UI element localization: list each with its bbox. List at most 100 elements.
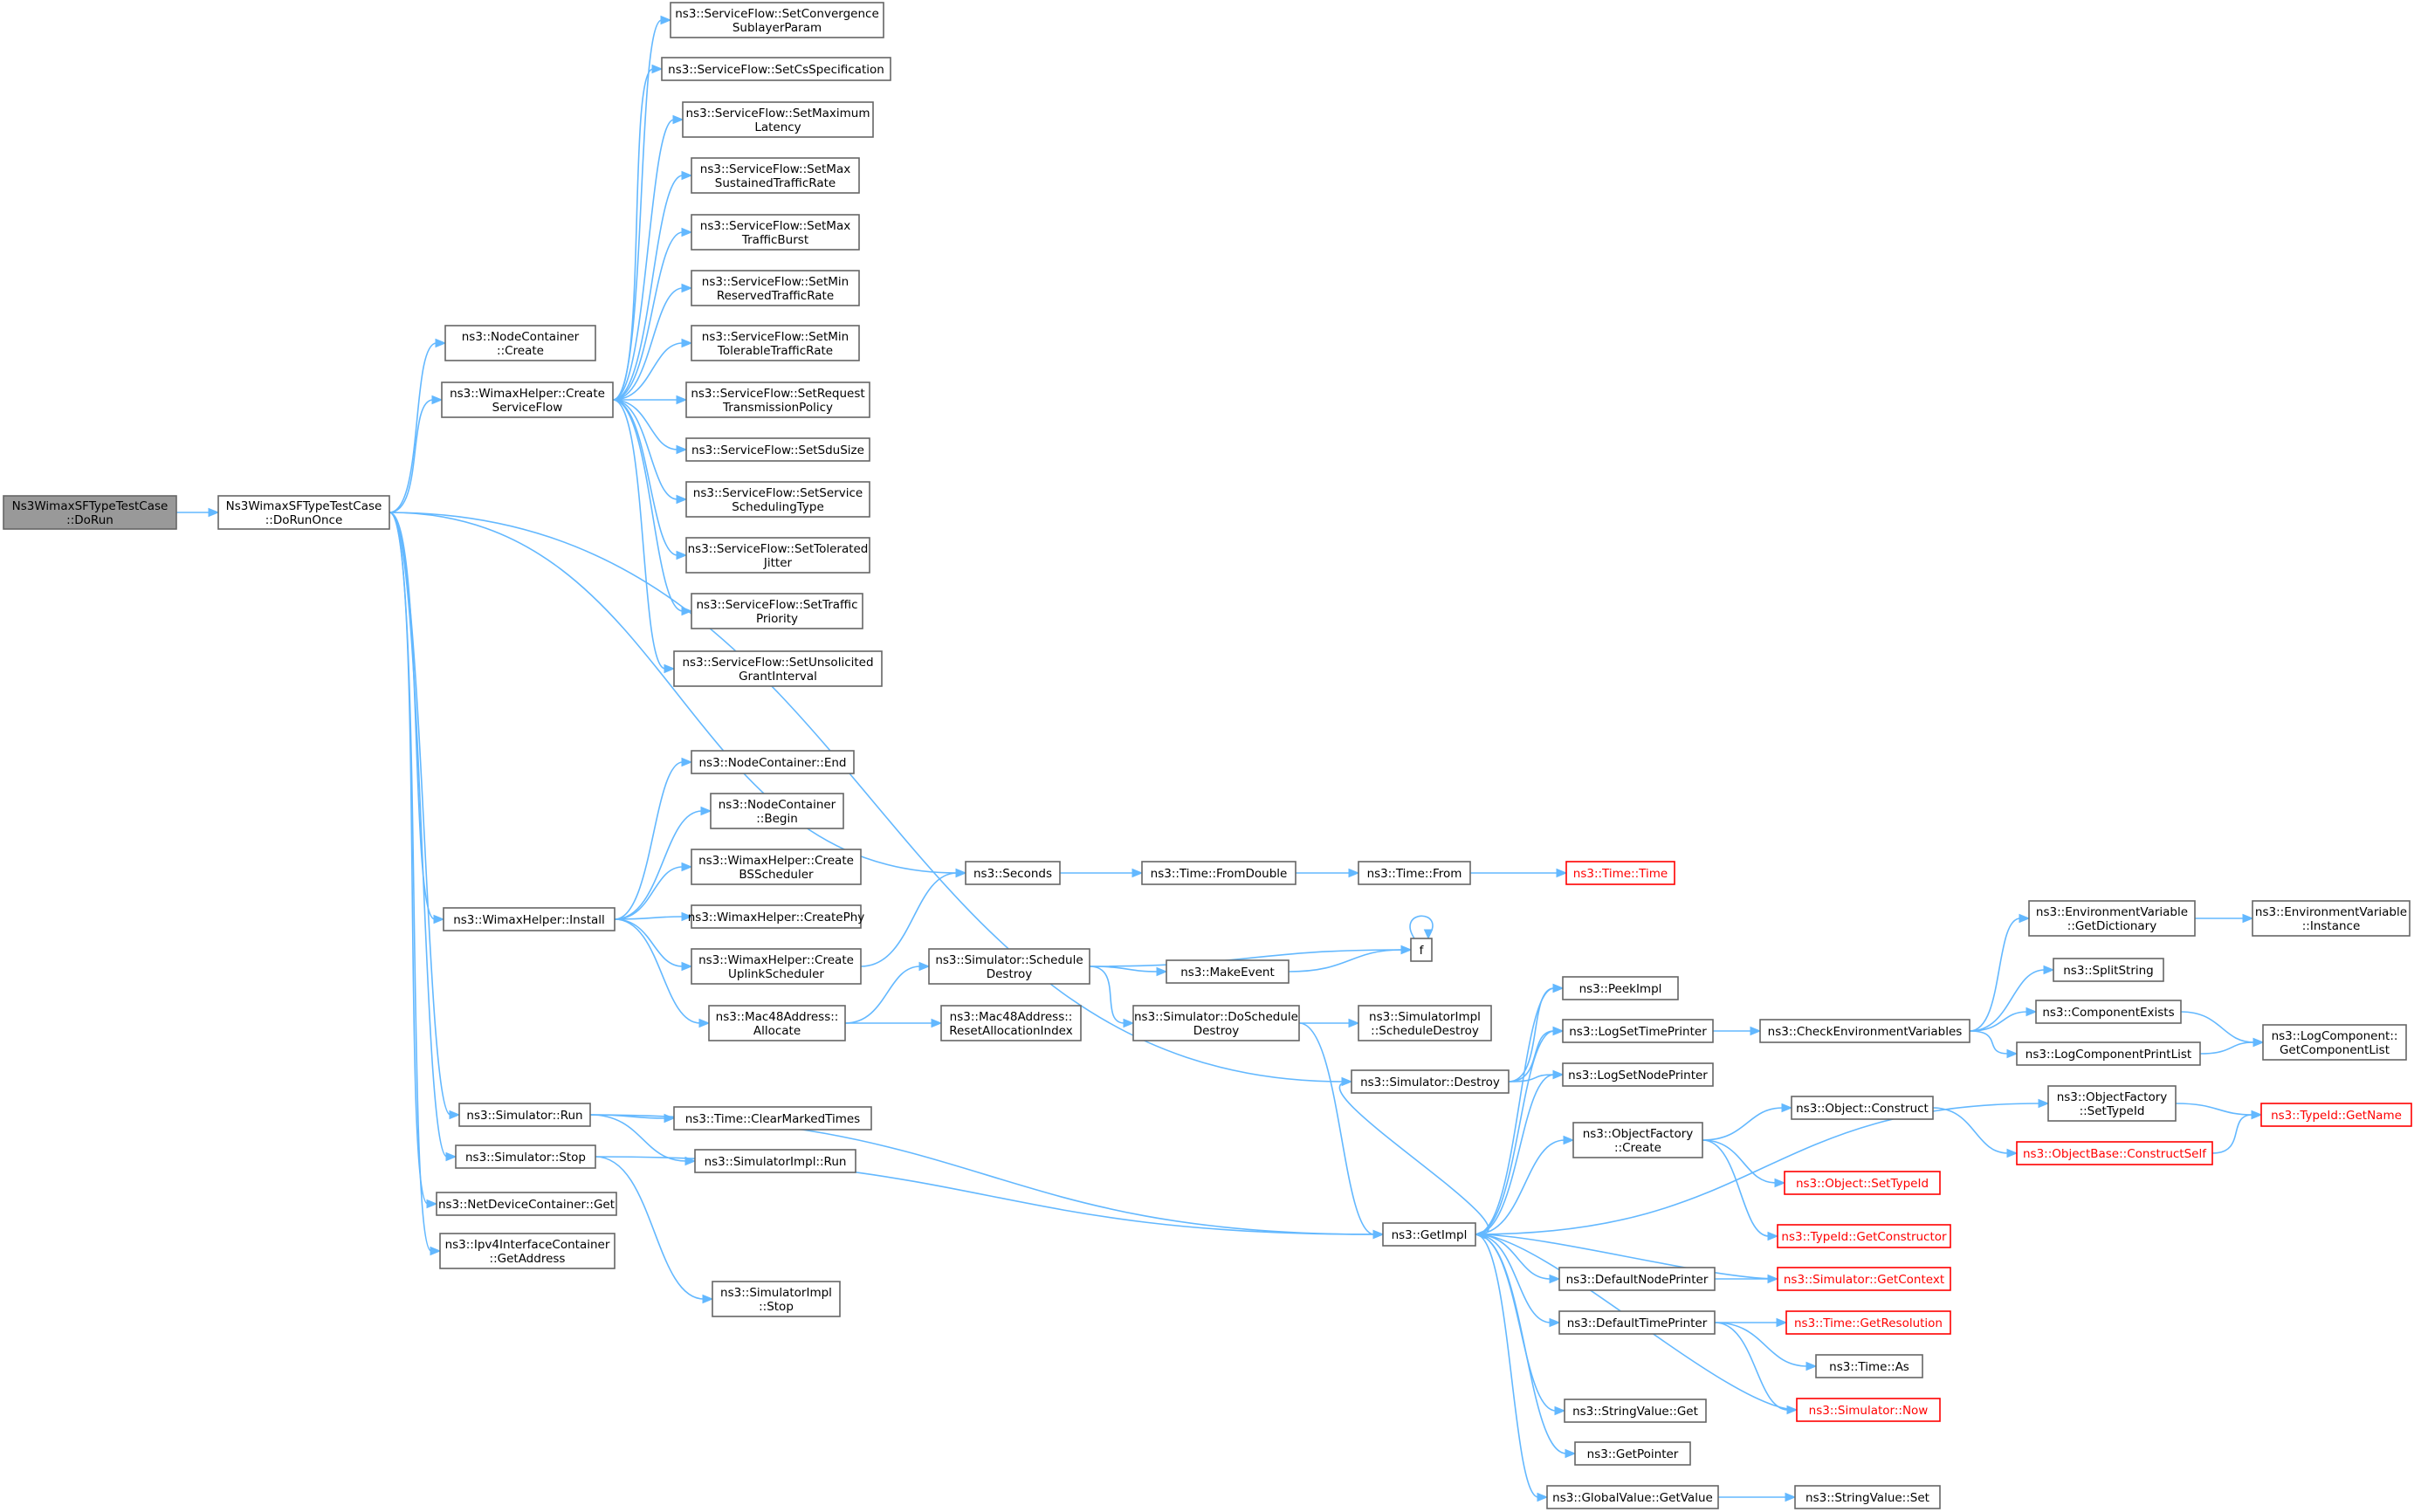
node-label-wh_bss: BSScheduler	[739, 868, 814, 882]
node-label-seconds: ns3::Seconds	[973, 867, 1052, 881]
node-makeevent[interactable]: ns3::MakeEvent	[1166, 959, 1290, 984]
node-sim_stop[interactable]: ns3::Simulator::Stop	[455, 1144, 596, 1169]
arrowhead-getimpl-to-of_create	[1563, 1135, 1575, 1145]
arrowhead-mac_alloc-to-sim_sched	[918, 961, 931, 972]
node-seconds[interactable]: ns3::Seconds	[965, 861, 1061, 885]
node-sim_getctx[interactable]: ns3::Simulator::GetContext	[1777, 1267, 1951, 1291]
node-mac_alloc[interactable]: ns3::Mac48Address::Allocate	[708, 1005, 846, 1041]
edge-checkenv-to-splitstring	[1969, 969, 2046, 1032]
edge-sim_destroy-to-logsetnode	[1508, 1074, 1555, 1082]
arrowhead-of_create-to-obj_construct	[1781, 1103, 1793, 1113]
node-simimpl_run[interactable]: ns3::SimulatorImpl::Run	[694, 1149, 856, 1173]
node-label-time_as: ns3::Time::As	[1829, 1360, 1909, 1374]
node-defnodeprinter[interactable]: ns3::DefaultNodePrinter	[1558, 1267, 1716, 1291]
node-sf_maxsus[interactable]: ns3::ServiceFlow::SetMaxSustainedTraffic…	[691, 157, 860, 194]
node-simimpl_stop[interactable]: ns3::SimulatorImpl::Stop	[712, 1281, 841, 1317]
node-sf_mintol[interactable]: ns3::ServiceFlow::SetMinTolerableTraffic…	[691, 325, 860, 361]
node-wh_phy[interactable]: ns3::WimaxHelper::CreatePhy	[688, 904, 865, 929]
node-logsetnode[interactable]: ns3::LogSetNodePrinter	[1562, 1062, 1714, 1087]
node-timetime[interactable]: ns3::Time::Time	[1565, 861, 1675, 885]
node-label-wh_phy: ns3::WimaxHelper::CreatePhy	[688, 911, 865, 924]
node-getcomplist[interactable]: ns3::LogComponent::GetComponentList	[2262, 1024, 2407, 1061]
node-nc_end[interactable]: ns3::NodeContainer::End	[691, 750, 855, 774]
node-label-simimpl_run: ns3::SimulatorImpl::Run	[705, 1155, 847, 1169]
arrowhead-logcomplist-to-getcomplist	[2252, 1037, 2265, 1048]
node-label-nc_begin: ns3::NodeContainer	[719, 798, 836, 812]
edge-dorunonce-to-sim_run	[389, 512, 451, 1116]
edge-wh_csf-to-sf_maxlat	[612, 119, 675, 401]
node-box-logcomplist	[2016, 1041, 2201, 1066]
node-objbase_cs[interactable]: ns3::ObjectBase::ConstructSelf	[2016, 1141, 2213, 1165]
node-label-splitstring: ns3::SplitString	[2063, 964, 2154, 978]
node-wh_install[interactable]: ns3::WimaxHelper::Install	[443, 907, 616, 931]
node-getpointer[interactable]: ns3::GetPointer	[1574, 1441, 1691, 1466]
node-strval_get[interactable]: ns3::StringValue::Get	[1564, 1399, 1707, 1423]
node-label-sf_jitter: ns3::ServiceFlow::SetTolerated	[688, 542, 869, 556]
node-sf_svc[interactable]: ns3::ServiceFlow::SetServiceSchedulingTy…	[685, 481, 870, 518]
node-sf_conv[interactable]: ns3::ServiceFlow::SetConvergenceSublayer…	[670, 2, 884, 38]
node-typeid_getctor[interactable]: ns3::TypeId::GetConstructor	[1777, 1224, 1951, 1248]
node-sf_minres[interactable]: ns3::ServiceFlow::SetMinReservedTrafficR…	[691, 270, 860, 306]
node-sim_sched[interactable]: ns3::Simulator::ScheduleDestroy	[928, 948, 1090, 985]
node-time_as[interactable]: ns3::Time::As	[1815, 1354, 1923, 1378]
node-deftimeprinter[interactable]: ns3::DefaultTimePrinter	[1558, 1310, 1716, 1335]
node-splitstring[interactable]: ns3::SplitString	[2053, 958, 2164, 982]
node-ndc_get[interactable]: ns3::NetDeviceContainer::Get	[436, 1192, 617, 1216]
node-sim_run[interactable]: ns3::Simulator::Run	[458, 1103, 591, 1127]
edge-wh_install-to-mac_alloc	[614, 918, 701, 1024]
node-label-wh_csf: ns3::WimaxHelper::Create	[450, 387, 605, 401]
node-mac_reset[interactable]: ns3::Mac48Address::ResetAllocationIndex	[940, 1005, 1082, 1041]
node-env_dict[interactable]: ns3::EnvironmentVariable::GetDictionary	[2028, 900, 2196, 937]
node-label-simimpl_sched: ns3::SimulatorImpl	[1369, 1010, 1481, 1024]
node-label-sim_sched: ns3::Simulator::Schedule	[935, 953, 1083, 967]
node-strval_set[interactable]: ns3::StringValue::Set	[1794, 1485, 1941, 1509]
node-of_settype[interactable]: ns3::ObjectFactory::SetTypeId	[2047, 1085, 2177, 1122]
node-logsettime[interactable]: ns3::LogSetTimePrinter	[1562, 1019, 1714, 1043]
node-label-of_create: ::Create	[1614, 1141, 1661, 1155]
node-obj_settype[interactable]: ns3::Object::SetTypeId	[1784, 1171, 1941, 1195]
edge-getimpl-to-logsetnode	[1475, 1074, 1555, 1235]
node-nc_begin[interactable]: ns3::NodeContainer::Begin	[710, 793, 844, 829]
edge-f-to-f	[1409, 915, 1434, 939]
node-time_getres[interactable]: ns3::Time::GetResolution	[1785, 1310, 1951, 1335]
arrowhead-sim_now-to-getimpl	[1474, 1229, 1486, 1240]
node-compexists[interactable]: ns3::ComponentExists	[2035, 1000, 2182, 1024]
node-sim_now[interactable]: ns3::Simulator::Now	[1796, 1398, 1941, 1422]
node-root[interactable]: Ns3WimaxSFTypeTestCase::DoRun	[3, 495, 177, 530]
node-sf_sdu[interactable]: ns3::ServiceFlow::SetSduSize	[685, 437, 870, 462]
node-label-sim_run: ns3::Simulator::Run	[466, 1109, 582, 1123]
arrowhead-sim_dosched-to-simimpl_sched	[1348, 1018, 1360, 1028]
node-obj_construct[interactable]: ns3::Object::Construct	[1791, 1096, 1934, 1120]
node-logcomplist[interactable]: ns3::LogComponentPrintList	[2016, 1041, 2201, 1066]
node-box-peekimpl	[1562, 976, 1679, 1000]
node-dorunonce[interactable]: Ns3WimaxSFTypeTestCase::DoRunOnce	[217, 495, 390, 530]
node-timefrom[interactable]: ns3::Time::From	[1358, 861, 1471, 885]
node-sf_grant[interactable]: ns3::ServiceFlow::SetUnsolicitedGrantInt…	[673, 650, 883, 687]
node-f[interactable]: f	[1410, 938, 1433, 962]
node-checkenv[interactable]: ns3::CheckEnvironmentVariables	[1759, 1019, 1971, 1043]
node-env_inst[interactable]: ns3::EnvironmentVariable::Instance	[2252, 900, 2411, 937]
node-simimpl_sched[interactable]: ns3::SimulatorImpl::ScheduleDestroy	[1358, 1005, 1492, 1041]
node-getimpl[interactable]: ns3::GetImpl	[1382, 1222, 1476, 1247]
node-label-f: f	[1420, 944, 1425, 958]
node-clearmarked[interactable]: ns3::Time::ClearMarkedTimes	[673, 1106, 872, 1131]
node-box-sf_conv	[670, 2, 884, 38]
node-nc_create[interactable]: ns3::NodeContainer::Create	[444, 325, 596, 361]
node-of_create[interactable]: ns3::ObjectFactory::Create	[1572, 1122, 1703, 1158]
node-sf_cs[interactable]: ns3::ServiceFlow::SetCsSpecification	[661, 57, 891, 81]
node-sf_reqtx[interactable]: ns3::ServiceFlow::SetRequestTransmission…	[685, 381, 870, 418]
node-gv_getvalue[interactable]: ns3::GlobalValue::GetValue	[1546, 1485, 1719, 1509]
node-sim_destroy[interactable]: ns3::Simulator::Destroy	[1351, 1069, 1510, 1094]
node-peekimpl[interactable]: ns3::PeekImpl	[1562, 976, 1679, 1000]
node-ipv4_addr[interactable]: ns3::Ipv4InterfaceContainer::GetAddress	[439, 1233, 616, 1269]
node-typeid_getname[interactable]: ns3::TypeId::GetName	[2260, 1103, 2412, 1127]
node-fromdouble[interactable]: ns3::Time::FromDouble	[1141, 861, 1296, 885]
